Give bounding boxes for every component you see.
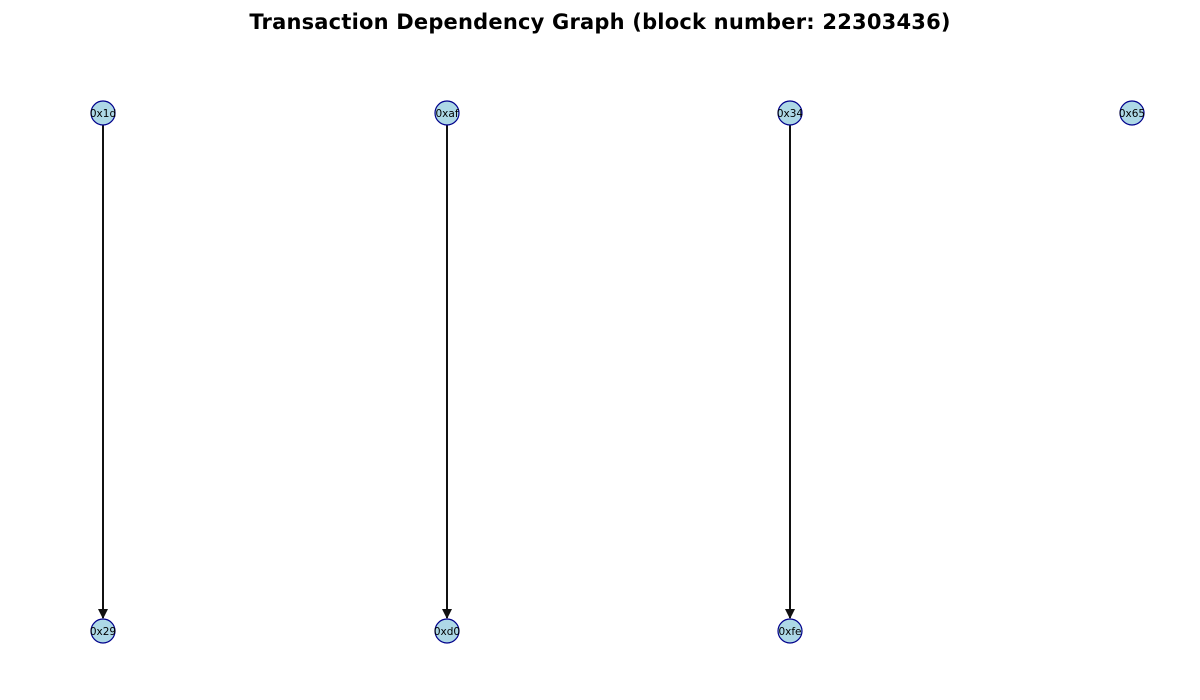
node-circle — [777, 618, 803, 644]
node-label: 0x34 — [777, 108, 804, 120]
graph-node: 0x1d — [90, 100, 116, 126]
node-circle — [90, 618, 116, 644]
node-circle — [434, 618, 460, 644]
graph-node: 0x29 — [90, 618, 116, 644]
graph-node: 0xfe — [777, 618, 803, 644]
node-label: 0xaf — [435, 108, 458, 120]
nodes-layer: 0x1d 0xaf 0x34 0x65 0x29 0xd0 0xfe — [90, 100, 1145, 644]
node-circle — [1119, 100, 1145, 126]
graph-node: 0x34 — [777, 100, 804, 126]
node-label: 0xd0 — [434, 626, 460, 638]
graph-node: 0xd0 — [434, 618, 460, 644]
graph-node: 0x65 — [1119, 100, 1145, 126]
node-circle — [777, 100, 803, 126]
graph-node: 0xaf — [434, 100, 460, 126]
graph-title: Transaction Dependency Graph (block numb… — [249, 10, 951, 34]
node-circle — [90, 100, 116, 126]
node-label: 0x65 — [1119, 108, 1145, 120]
node-label: 0x1d — [90, 108, 116, 120]
node-circle — [434, 100, 460, 126]
node-label: 0xfe — [778, 626, 801, 638]
edges-layer — [98, 125, 795, 619]
node-label: 0x29 — [90, 626, 116, 638]
